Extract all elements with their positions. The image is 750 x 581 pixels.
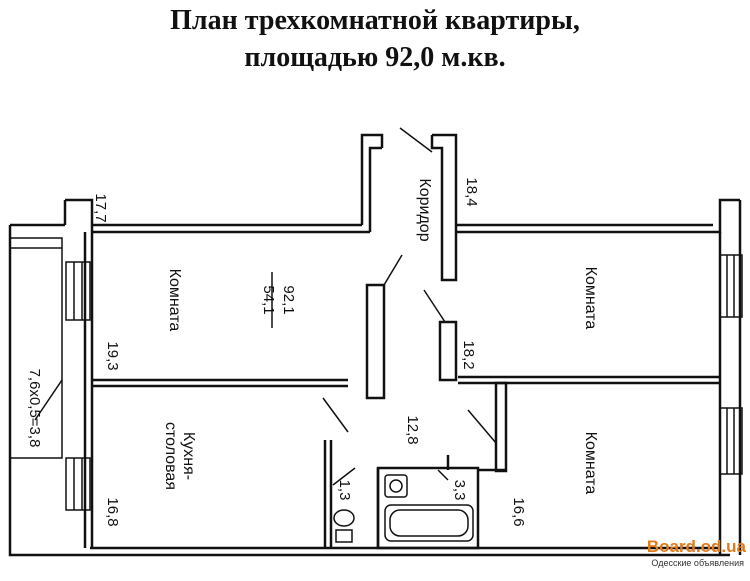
plan-title-line-2: площадью 92,0 м.кв.	[244, 42, 506, 73]
area-room-right-bottom: 16,6	[510, 497, 527, 526]
window-room-left	[65, 261, 91, 321]
kitchen-name-line-2: столовая	[162, 422, 179, 490]
area-bathroom: 3,3	[451, 480, 468, 501]
door-bathroom	[437, 469, 449, 481]
area-toilet: 1,3	[336, 480, 353, 501]
door-toilet	[332, 467, 356, 486]
door-room-left	[383, 254, 403, 286]
room-left-name: Комната	[166, 269, 183, 332]
window-room-right-bottom	[719, 407, 743, 475]
area-kitchen: 16,8	[104, 497, 121, 526]
walls	[8, 133, 742, 557]
plan-title-line-1: План трехкомнатной квартиры,	[170, 5, 580, 36]
area-room-left: 19,3	[104, 341, 121, 370]
window-room-right-top	[719, 254, 743, 318]
area-total: 92,1	[280, 285, 297, 314]
windows	[65, 254, 743, 511]
room-right-bottom-name: Комната	[582, 432, 599, 495]
watermark-tagline: Одесские объявления	[651, 558, 744, 568]
area-balcony: 7,6x0,5=3,8	[26, 369, 43, 448]
door-swings	[322, 127, 497, 486]
window-kitchen	[65, 457, 91, 511]
area-entry: 17,7	[92, 193, 109, 222]
corridor-name: Коридор	[416, 178, 433, 241]
toilet-tank-icon	[335, 529, 353, 543]
area-corridor-hall: 12,8	[404, 415, 421, 444]
watermark-site: Board.od.ua	[647, 537, 747, 556]
door-entrance	[399, 127, 433, 153]
door-room-right-top	[423, 289, 446, 323]
area-living: 54,1	[260, 285, 277, 314]
area-corridor-top: 18,4	[463, 177, 480, 206]
toilet-icon	[333, 509, 355, 527]
kitchen-name-line-1: Кухня-	[180, 432, 197, 480]
fixtures	[333, 474, 474, 543]
sink-icon	[384, 474, 408, 498]
bathtub-icon	[384, 504, 474, 542]
door-kitchen	[322, 397, 349, 433]
door-room-right-bottom	[467, 409, 497, 444]
area-room-right-top: 18,2	[460, 340, 477, 369]
room-right-top-name: Комната	[582, 267, 599, 330]
balcony	[9, 237, 63, 459]
